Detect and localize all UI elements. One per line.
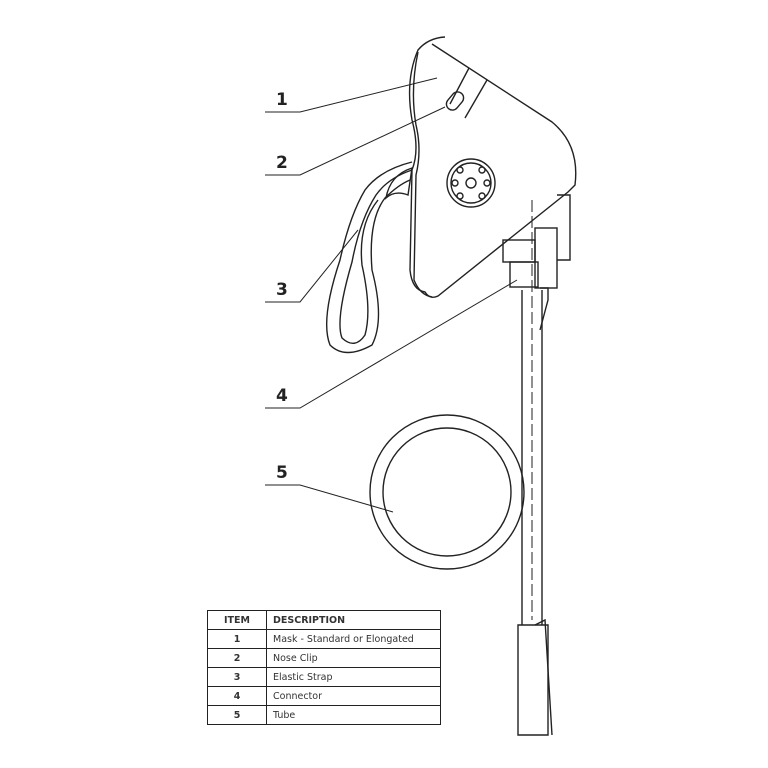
table-header: ITEM DESCRIPTION	[207, 610, 441, 630]
callout-4: 4	[276, 386, 288, 406]
item-number: 3	[207, 667, 267, 687]
item-number: 1	[207, 629, 267, 649]
item-description: Tube	[266, 705, 441, 725]
nose-clip	[449, 67, 488, 119]
item-description: Elastic Strap	[266, 667, 441, 687]
callout-1: 1	[276, 90, 288, 110]
elastic-strap	[326, 161, 413, 354]
connector	[502, 239, 536, 263]
item-description: Mask - Standard or Elongated	[266, 629, 441, 649]
callout-5: 5	[276, 463, 288, 483]
leader-lines	[265, 77, 518, 513]
mask	[408, 36, 577, 299]
item-description: Connector	[266, 686, 441, 706]
item-description: Nose Clip	[266, 648, 441, 668]
callout-3: 3	[276, 280, 288, 300]
header-item: ITEM	[207, 610, 267, 630]
item-number: 5	[207, 705, 267, 725]
item-number: 2	[207, 648, 267, 668]
callout-2: 2	[276, 153, 288, 173]
header-description: DESCRIPTION	[266, 610, 441, 630]
valve	[446, 158, 496, 208]
item-number: 4	[207, 686, 267, 706]
